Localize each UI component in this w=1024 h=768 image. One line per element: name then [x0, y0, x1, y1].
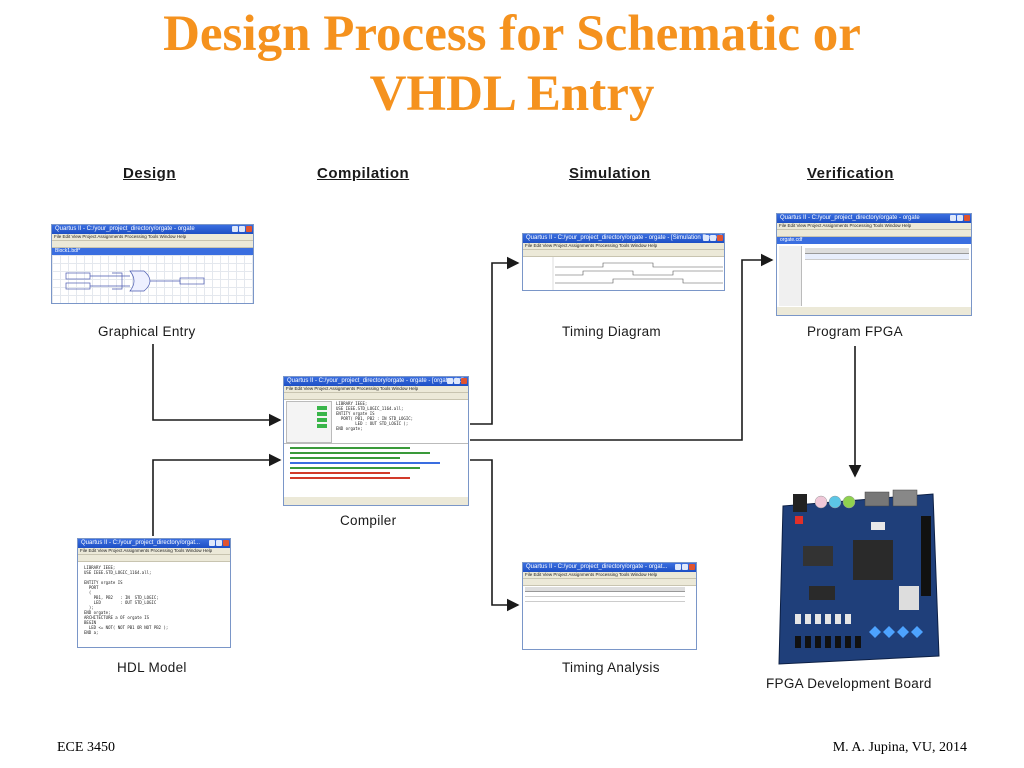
footer-course: ECE 3450: [57, 740, 115, 755]
menu-bar: File Edit View Project Assignments Proce…: [523, 572, 696, 579]
arrow-compiler-to-program: [470, 253, 774, 441]
window-titlebar: Quartus II - C:/your_project_directory/o…: [78, 539, 230, 548]
compiler-window[interactable]: Quartus II - C:/your_project_directory/o…: [283, 376, 469, 506]
toolbar: [78, 555, 230, 562]
stage-simulation: Simulation: [569, 165, 651, 182]
waveform-view: [523, 257, 724, 290]
window-title: Quartus II - C:/your_project_directory/o…: [526, 564, 668, 570]
window-title: Quartus II - C:/your_project_directory/o…: [287, 378, 464, 384]
timing-analysis-window[interactable]: Quartus II - C:/your_project_directory/o…: [522, 562, 697, 650]
toolbar: [523, 579, 696, 586]
stage-verification: Verification: [807, 165, 894, 182]
caption-graphical-entry: Graphical Entry: [98, 324, 196, 339]
menu-bar: File Edit View Project Assignments Proce…: [777, 223, 971, 230]
window-titlebar: Quartus II - C:/your_project_directory/o…: [523, 234, 724, 243]
toolbar: [523, 250, 724, 257]
programmer-table: [805, 248, 969, 278]
arrow-compiler-to-timing-diagram: [470, 256, 520, 425]
message-log: [284, 443, 468, 494]
window-title: Quartus II - C:/your_project_directory/o…: [55, 226, 195, 232]
schematic-canvas: [52, 255, 253, 303]
vhdl-code: LIBRARY IEEE; USE IEEE.STD_LOGIC_1164.al…: [84, 565, 169, 635]
caption-hdl-model: HDL Model: [117, 660, 187, 675]
toolbar: [284, 393, 468, 400]
timing-diagram-window[interactable]: Quartus II - C:/your_project_directory/o…: [522, 233, 725, 291]
window-title: Quartus II - C:/your_project_directory/o…: [81, 540, 201, 546]
footer-author: M. A. Jupina, VU, 2014: [832, 740, 967, 755]
menu-bar: File Edit View Project Assignments Proce…: [284, 386, 468, 393]
menu-bar: File Edit View Project Assignments Proce…: [78, 548, 230, 555]
toolbar: [52, 241, 253, 248]
fpga-board-image: [778, 489, 940, 665]
status-bar: [777, 307, 971, 315]
menu-bar: File Edit View Project Assignments Proce…: [52, 234, 253, 241]
caption-timing-analysis: Timing Analysis: [562, 660, 660, 675]
slide-title: Design Process for Schematic or VHDL Ent…: [0, 4, 1024, 124]
arrow-graphical-to-compiler: [152, 344, 282, 427]
document-tab: Block1.bdf*: [52, 248, 253, 255]
menu-bar: File Edit View Project Assignments Proce…: [523, 243, 724, 250]
graphical-entry-window[interactable]: Quartus II - C:/your_project_directory/o…: [51, 224, 254, 304]
program-fpga-window[interactable]: Quartus II - C:/your_project_directory/o…: [776, 213, 972, 316]
arrow-hdl-to-compiler: [152, 453, 282, 536]
caption-program-fpga: Program FPGA: [807, 324, 903, 339]
stage-design: Design: [123, 165, 177, 182]
window-title: Quartus II - C:/your_project_directory/o…: [526, 235, 723, 241]
caption-compiler: Compiler: [340, 513, 397, 528]
hdl-model-window[interactable]: Quartus II - C:/your_project_directory/o…: [77, 538, 231, 648]
compiler-code: LIBRARY IEEE; USE IEEE.STD_LOGIC_1164.al…: [336, 401, 414, 431]
window-titlebar: Quartus II - C:/your_project_directory/o…: [284, 377, 468, 386]
toolbar: [777, 230, 971, 237]
window-titlebar: Quartus II - C:/your_project_directory/o…: [777, 214, 971, 223]
compilation-status-panel: [286, 401, 332, 443]
window-titlebar: Quartus II - C:/your_project_directory/o…: [523, 563, 696, 572]
document-tab: orgate.cdf: [777, 237, 971, 244]
window-titlebar: Quartus II - C:/your_project_directory/o…: [52, 225, 253, 234]
arrow-compiler-to-timing-analysis: [470, 459, 520, 612]
stage-compilation: Compilation: [317, 165, 410, 182]
programmer-side-buttons: [779, 246, 802, 306]
status-bar: [284, 497, 468, 505]
slide-title-line2: VHDL Entry: [369, 66, 655, 122]
caption-fpga-board: FPGA Development Board: [766, 676, 932, 691]
slide-title-line1: Design Process for Schematic or: [163, 6, 861, 62]
caption-timing-diagram: Timing Diagram: [562, 324, 661, 339]
timing-table: [525, 587, 685, 647]
window-title: Quartus II - C:/your_project_directory/o…: [780, 215, 920, 221]
